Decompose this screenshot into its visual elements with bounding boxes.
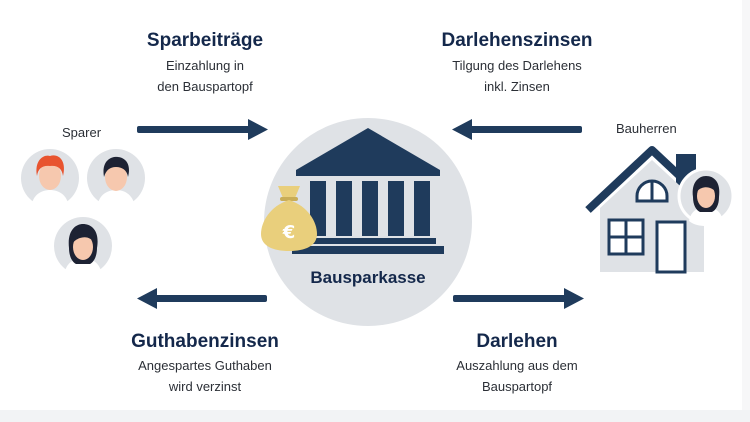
actor-label-sparer: Sparer (62, 125, 102, 140)
euro-money-bag-icon: € (261, 186, 317, 251)
right-edge-strip (742, 0, 750, 410)
arrow-icon (453, 288, 584, 309)
actor-label-bauherren: Bauherren (616, 121, 677, 136)
arrow-icon (452, 119, 582, 140)
svg-text:€: € (282, 222, 296, 243)
flow-desc-darlehen-line1: Auszahlung aus dem (456, 358, 578, 373)
person-avatar-icon (21, 149, 79, 207)
arrow-icon (137, 288, 267, 309)
flow-desc-guthabenzinsen-line1: Angespartes Guthaben (138, 358, 272, 373)
bottom-edge-strip (0, 410, 750, 422)
flow-desc-darlehen-line2: Bauspartopf (481, 379, 553, 394)
flow-desc-sparbeitraege-line2: den Bauspartopf (157, 79, 253, 94)
person-avatar-icon (677, 167, 735, 226)
flow-desc-darlehenszinsen-line2: inkl. Zinsen (484, 79, 550, 94)
center-label-bausparkasse: Bausparkasse (310, 268, 426, 287)
flow-title-sparbeitraege: Sparbeiträge (146, 30, 264, 51)
person-avatar-icon (87, 149, 145, 207)
flow-desc-guthabenzinsen-line2: wird verzinst (168, 379, 242, 394)
bank-building-icon (292, 128, 444, 254)
flow-title-guthabenzinsen: Guthabenzinsen (131, 331, 279, 352)
arrow-icon (137, 119, 268, 140)
flow-title-darlehen: Darlehen (476, 331, 558, 352)
flow-desc-darlehenszinsen-line1: Tilgung des Darlehens (452, 58, 582, 73)
flow-title-darlehenszinsen: Darlehenszinsen (441, 30, 593, 51)
flow-desc-sparbeitraege-line1: Einzahlung in (165, 58, 245, 73)
person-avatar-icon (54, 217, 112, 275)
